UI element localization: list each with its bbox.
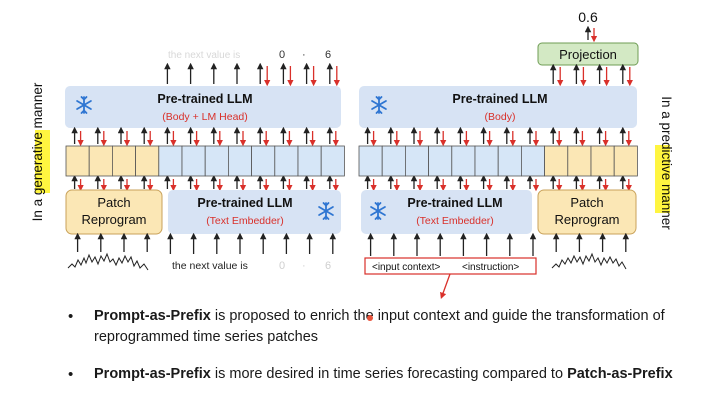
projection-label: Projection — [559, 47, 617, 62]
text-token-cell — [251, 145, 276, 177]
left-patch-line1: Patch — [97, 195, 130, 210]
left-input-prefix: the next value is — [172, 260, 248, 272]
right-llm-subtitle: (Body) — [485, 111, 516, 123]
right-output-value: 0.6 — [578, 9, 598, 25]
left-output-arrows — [164, 62, 341, 87]
text-token-cell — [274, 145, 299, 177]
text-token-cell — [497, 145, 522, 177]
bullet-item: • Prompt-as-Prefix is proposed to enrich… — [66, 306, 716, 348]
bullet-bold: Prompt-as-Prefix — [94, 308, 211, 324]
left-patch-reprogram-box — [65, 189, 163, 235]
right-side-label-prefix: In a — [659, 96, 674, 122]
text-token-cell — [381, 145, 406, 177]
left-output-token-1: · — [302, 49, 306, 61]
right-panel: 0.6 Projection Pre-trained LLM (Body) Pr… — [358, 9, 639, 300]
left-llm-subtitle: (Body + LM Head) — [162, 111, 248, 123]
left-llm-title: Pre-trained LLM — [157, 92, 252, 106]
right-embedder-title: Pre-trained LLM — [407, 196, 502, 210]
right-projection-arrows — [549, 63, 634, 87]
prompt-instruction: <instruction> — [462, 262, 519, 273]
left-output-prefix: the next value is — [168, 50, 240, 61]
prompt-box — [364, 257, 537, 275]
bullet-text: is more desired in time series forecasti… — [210, 366, 568, 382]
right-embedder-subtitle: (Text Embedder) — [416, 215, 494, 227]
text-token-cell — [204, 145, 229, 177]
text-token-cell — [158, 145, 183, 177]
left-llm-text-embedder-box — [168, 190, 341, 234]
left-patch-line2: Reprogram — [81, 212, 146, 227]
text-token-cell — [297, 145, 322, 177]
patch-token-cell — [613, 145, 638, 177]
bullet-bold: Prompt-as-Prefix — [94, 366, 211, 382]
right-time-series-plot — [551, 252, 627, 270]
left-time-series-plot — [67, 252, 149, 271]
left-input-token-2: 6 — [325, 260, 331, 272]
text-token-cell — [358, 145, 383, 177]
patch-token-cell — [88, 145, 113, 177]
right-input-arrows — [367, 232, 630, 256]
left-embedder-subtitle: (Text Embedder) — [206, 215, 284, 227]
right-token-arrows — [364, 126, 633, 192]
patch-token-cell — [590, 145, 615, 177]
patch-token-cell — [567, 145, 592, 177]
bullet-list: • Prompt-as-Prefix is proposed to enrich… — [66, 306, 716, 385]
patch-token-cell — [135, 145, 160, 177]
right-llm-body-box — [359, 86, 637, 128]
right-token-sequence — [358, 145, 638, 177]
left-token-arrows — [71, 126, 340, 192]
pointer-cursor — [367, 315, 373, 321]
left-output-token-2: 6 — [325, 49, 331, 61]
right-patch-line1: Patch — [570, 195, 603, 210]
left-output-token-0: 0 — [279, 49, 285, 61]
text-token-cell — [428, 145, 453, 177]
text-token-cell — [521, 145, 546, 177]
text-token-cell — [227, 145, 252, 177]
left-token-sequence — [65, 145, 345, 177]
bullet-dot: • — [68, 366, 74, 383]
bullet-dot: • — [68, 308, 74, 325]
left-embedder-title: Pre-trained LLM — [197, 196, 292, 210]
left-side-label-suffix: manner — [30, 82, 45, 132]
right-highlight-marker — [655, 145, 670, 213]
right-patch-line2: Reprogram — [554, 212, 619, 227]
architecture-diagram: the next value is 0 · 6 Pre-trained LLM … — [30, 9, 674, 300]
text-token-cell — [404, 145, 429, 177]
text-token-cell — [181, 145, 206, 177]
right-llm-title: Pre-trained LLM — [452, 92, 547, 106]
text-token-cell — [320, 145, 345, 177]
text-token-cell — [474, 145, 499, 177]
projection-box — [537, 42, 639, 66]
left-panel: the next value is 0 · 6 Pre-trained LLM … — [65, 49, 345, 272]
bullet-bold-2: Patch-as-Prefix — [567, 366, 673, 382]
text-token-cell — [451, 145, 476, 177]
right-patch-reprogram-box — [537, 189, 637, 235]
left-highlight-marker — [35, 130, 50, 193]
patch-token-cell — [544, 145, 569, 177]
right-llm-text-embedder-box — [361, 190, 532, 234]
left-input-token-0: 0 — [279, 260, 285, 272]
patch-token-cell — [65, 145, 90, 177]
prompt-input-context: <input context> — [372, 262, 441, 273]
left-side-label-prefix: In a — [30, 195, 45, 221]
patch-token-cell — [112, 145, 137, 177]
bullet-item: • Prompt-as-Prefix is more desired in ti… — [66, 364, 716, 385]
left-input-arrows — [74, 232, 337, 254]
left-input-token-1: · — [302, 260, 306, 272]
bullet-text: is proposed to enrich the input context … — [94, 308, 665, 345]
left-llm-body-head-box — [65, 86, 341, 128]
